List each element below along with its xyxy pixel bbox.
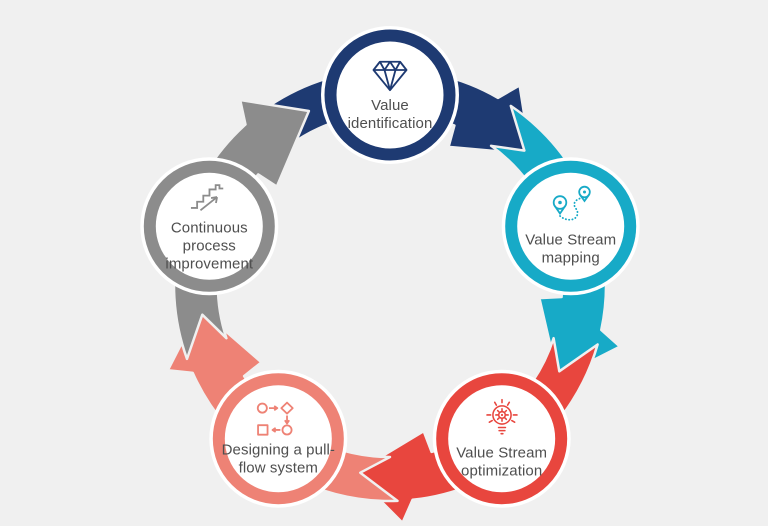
- stage-circle-ring: [505, 160, 637, 292]
- stage-circle-ring: [436, 373, 568, 505]
- stage-circle-ring: [324, 29, 456, 161]
- stage-circle-ring: [212, 373, 344, 505]
- stage-circle-ring: [143, 160, 275, 292]
